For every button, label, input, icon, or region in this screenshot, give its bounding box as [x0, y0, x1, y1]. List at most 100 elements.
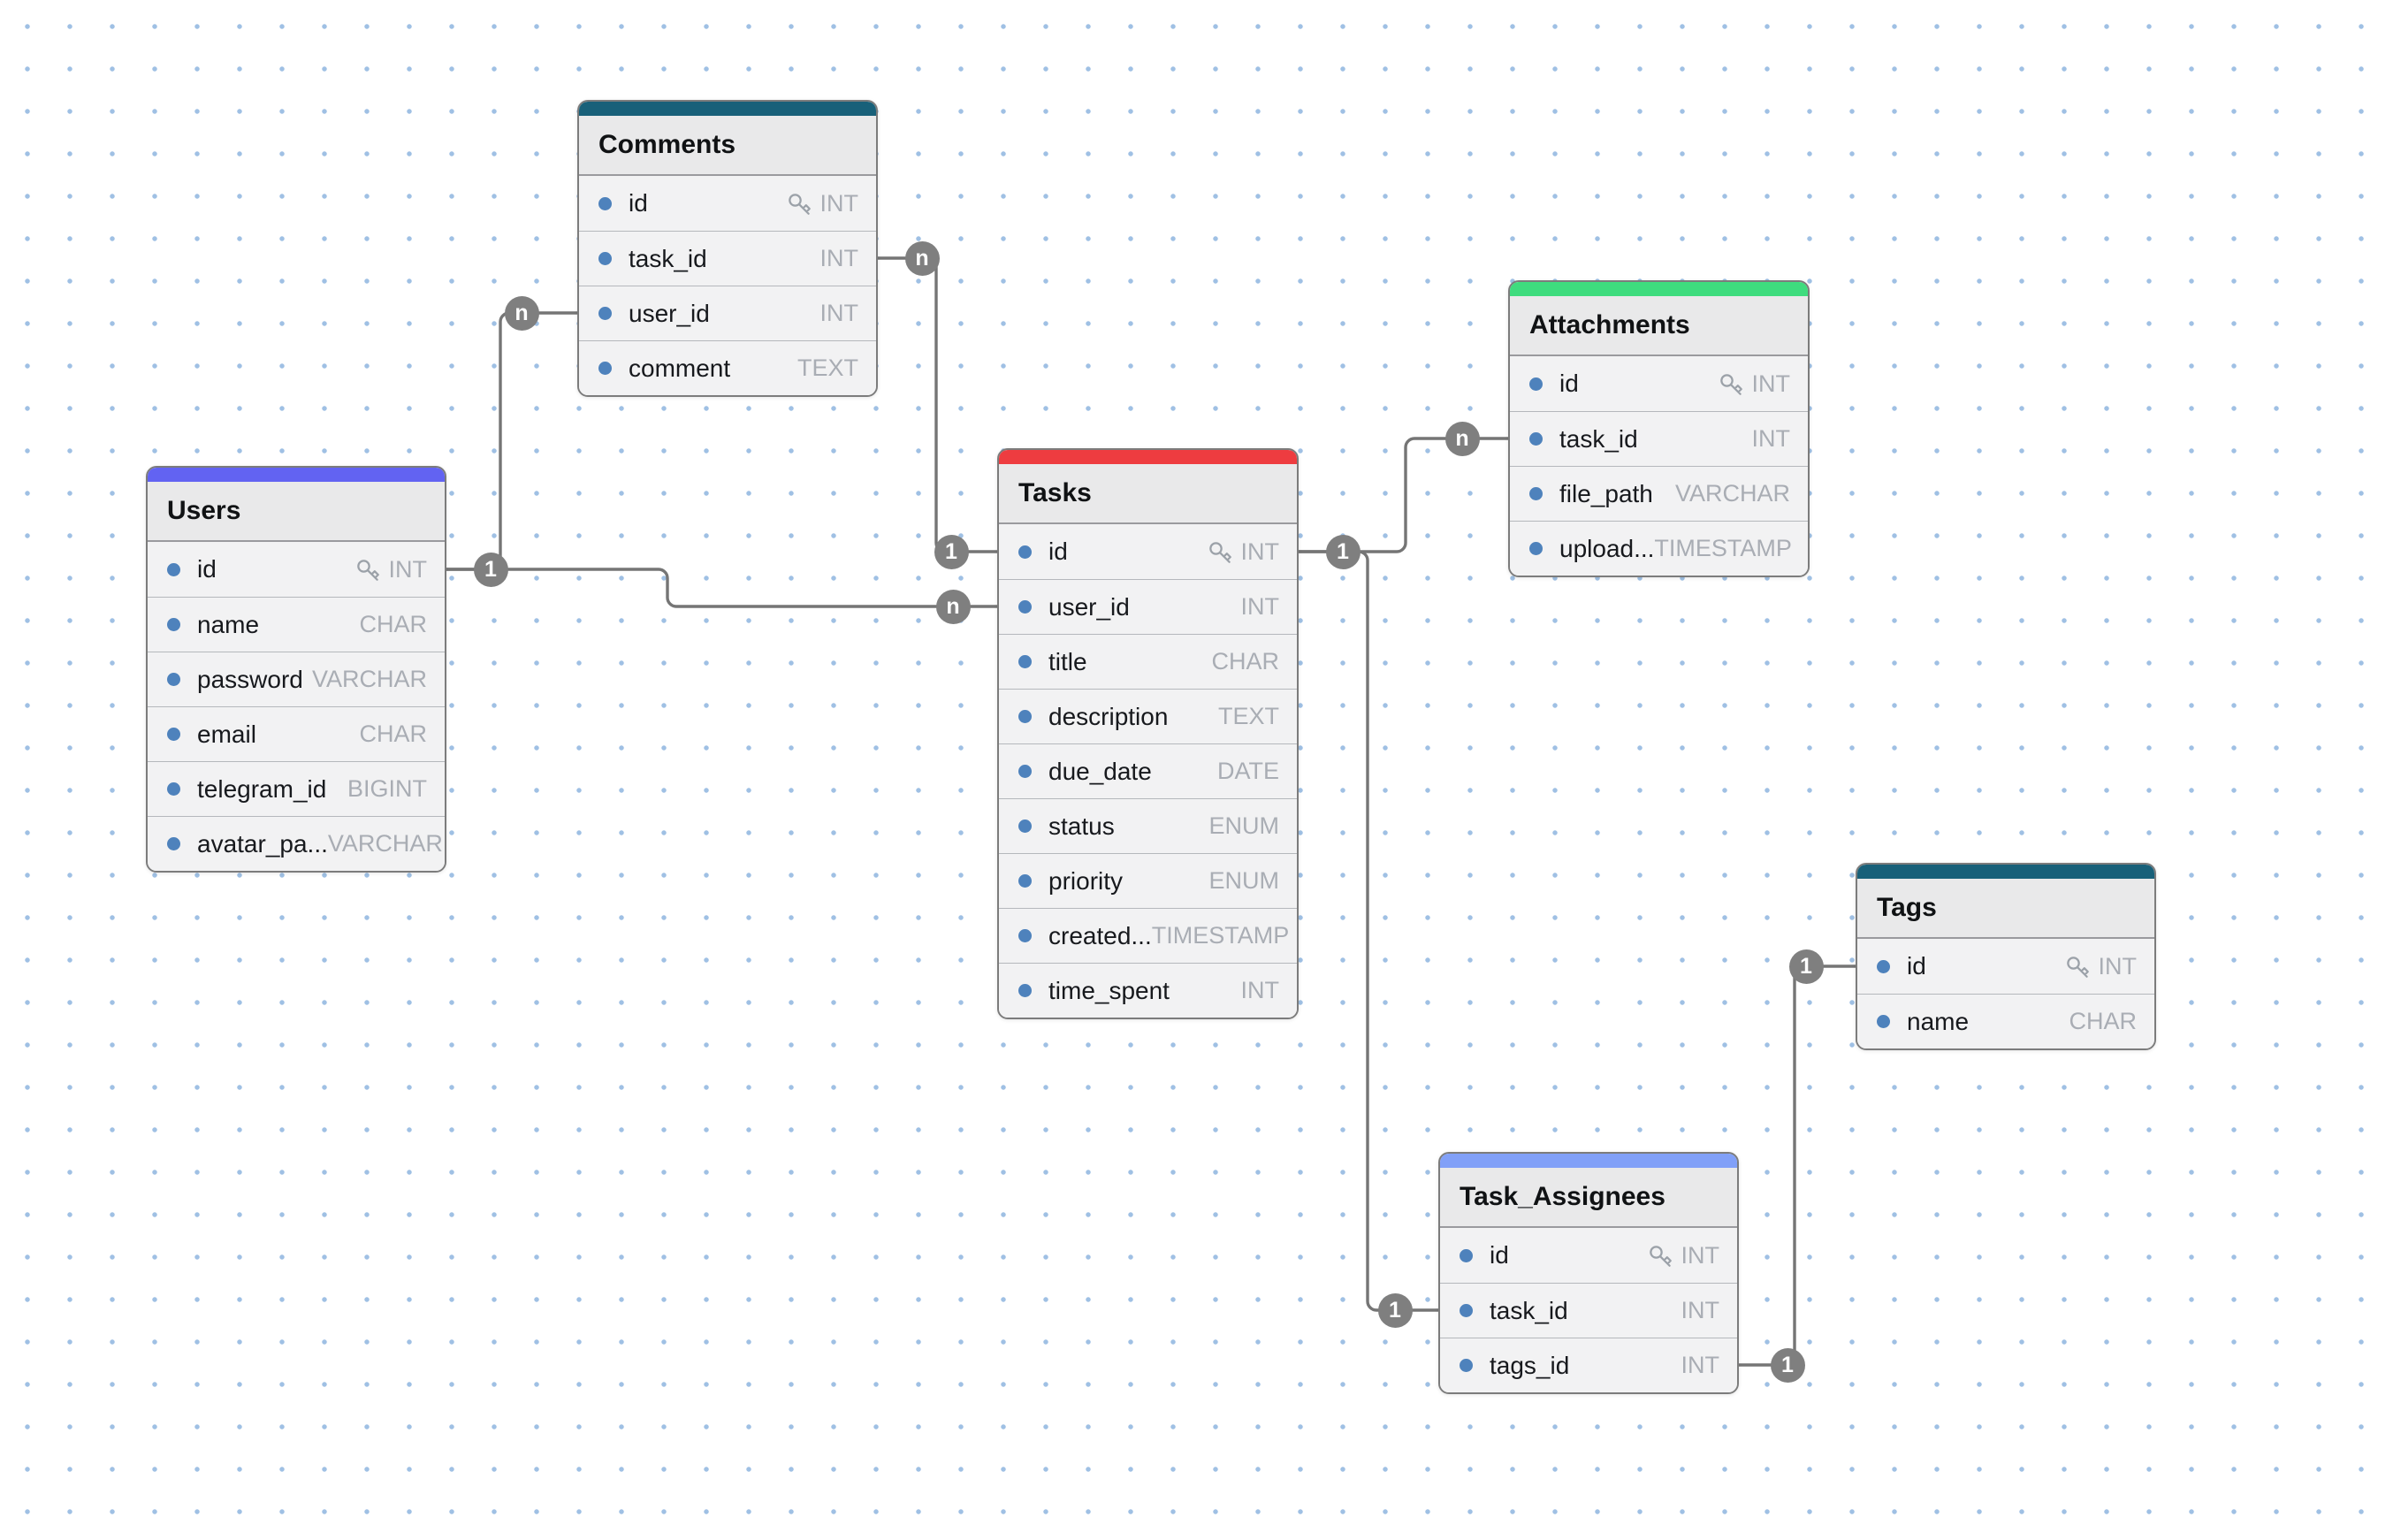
- cardinality-badge: 1: [934, 534, 969, 569]
- table-accent-bar: [999, 450, 1297, 464]
- field-dot-icon: [1018, 984, 1032, 997]
- field-row-created[interactable]: created...TIMESTAMP: [999, 908, 1297, 963]
- field-type: BIGINT: [347, 775, 427, 802]
- field-row-email[interactable]: email CHAR: [148, 706, 445, 761]
- table-accent-bar: [1857, 865, 2154, 879]
- field-row-id[interactable]: id INT: [579, 176, 876, 231]
- table-title: Attachments: [1510, 296, 1808, 356]
- field-type: CHAR: [1211, 648, 1279, 675]
- field-name: status: [1048, 812, 1115, 840]
- field-dot-icon: [167, 562, 180, 576]
- field-dot-icon: [1018, 655, 1032, 668]
- field-dot-icon: [598, 362, 612, 375]
- edge-tasks.id-attachments.task_id[interactable]: [1299, 437, 1508, 553]
- primary-key-icon: [1649, 1245, 1672, 1267]
- field-row-name[interactable]: name CHAR: [1857, 994, 2154, 1048]
- field-dot-icon: [1529, 542, 1543, 555]
- table-accent-bar: [148, 468, 445, 482]
- field-row-status[interactable]: status ENUM: [999, 798, 1297, 853]
- field-row-upload[interactable]: upload...TIMESTAMP: [1510, 521, 1808, 576]
- edge-tags.id-task_assignees.tags_id[interactable]: [1739, 964, 1856, 1367]
- primary-key-icon: [1719, 373, 1742, 395]
- field-row-id[interactable]: id INT: [1440, 1228, 1737, 1283]
- field-dot-icon: [1018, 545, 1032, 559]
- field-type: ENUM: [1208, 867, 1280, 894]
- field-name: task_id: [1559, 424, 1638, 453]
- field-type: CHAR: [359, 611, 427, 637]
- field-name: id: [1490, 1241, 1509, 1269]
- field-name: password: [197, 665, 303, 693]
- field-dot-icon: [1018, 765, 1032, 778]
- cardinality-badge: 1: [1377, 1292, 1413, 1328]
- field-name: id: [1907, 952, 1926, 980]
- field-row-avatar_pa[interactable]: avatar_pa...VARCHAR: [148, 816, 445, 871]
- field-type: INT: [1240, 537, 1280, 565]
- field-name: upload...: [1559, 534, 1655, 562]
- edge-users.id-comments.user_id[interactable]: [446, 311, 577, 571]
- table-accent-bar: [1440, 1154, 1737, 1168]
- field-name: avatar_pa...: [197, 829, 328, 858]
- field-dot-icon: [167, 782, 180, 796]
- table-title: Comments: [579, 116, 876, 176]
- field-type: CHAR: [2069, 1008, 2137, 1034]
- table-title: Tasks: [999, 464, 1297, 524]
- field-type: INT: [1751, 425, 1791, 452]
- field-type: INT: [1681, 1241, 1720, 1269]
- field-dot-icon: [1529, 432, 1543, 446]
- field-type: INT: [819, 189, 859, 217]
- field-type: CHAR: [359, 720, 427, 747]
- edge-tasks.id-task_assignees.task_id[interactable]: [1299, 550, 1438, 1312]
- field-type: ENUM: [1208, 812, 1280, 839]
- field-name: email: [197, 720, 256, 748]
- field-name: created...: [1048, 921, 1152, 949]
- field-name: due_date: [1048, 757, 1152, 785]
- cardinality-badge: n: [1444, 421, 1480, 456]
- field-dot-icon: [1018, 710, 1032, 723]
- field-type: TEXT: [797, 355, 858, 381]
- field-dot-icon: [1877, 1015, 1890, 1028]
- edge-users.id-tasks.user_id[interactable]: [446, 568, 997, 608]
- table-title: Users: [148, 482, 445, 542]
- cardinality-badge: n: [504, 295, 539, 331]
- field-type: VARCHAR: [1674, 480, 1790, 507]
- field-type: INT: [819, 245, 859, 271]
- field-name: id: [1559, 370, 1579, 397]
- field-dot-icon: [167, 728, 180, 741]
- field-name: time_spent: [1048, 976, 1170, 1004]
- field-row-task_id[interactable]: task_id INT: [1510, 411, 1808, 466]
- field-name: id: [629, 189, 648, 217]
- cardinality-badge: n: [935, 589, 971, 624]
- field-name: name: [1907, 1007, 1970, 1035]
- field-name: description: [1048, 702, 1169, 730]
- edge-tasks.id-comments.task_id[interactable]: [878, 256, 997, 553]
- field-type: INT: [819, 300, 859, 326]
- field-type: VARCHAR: [327, 830, 443, 857]
- table-accent-bar: [579, 102, 876, 116]
